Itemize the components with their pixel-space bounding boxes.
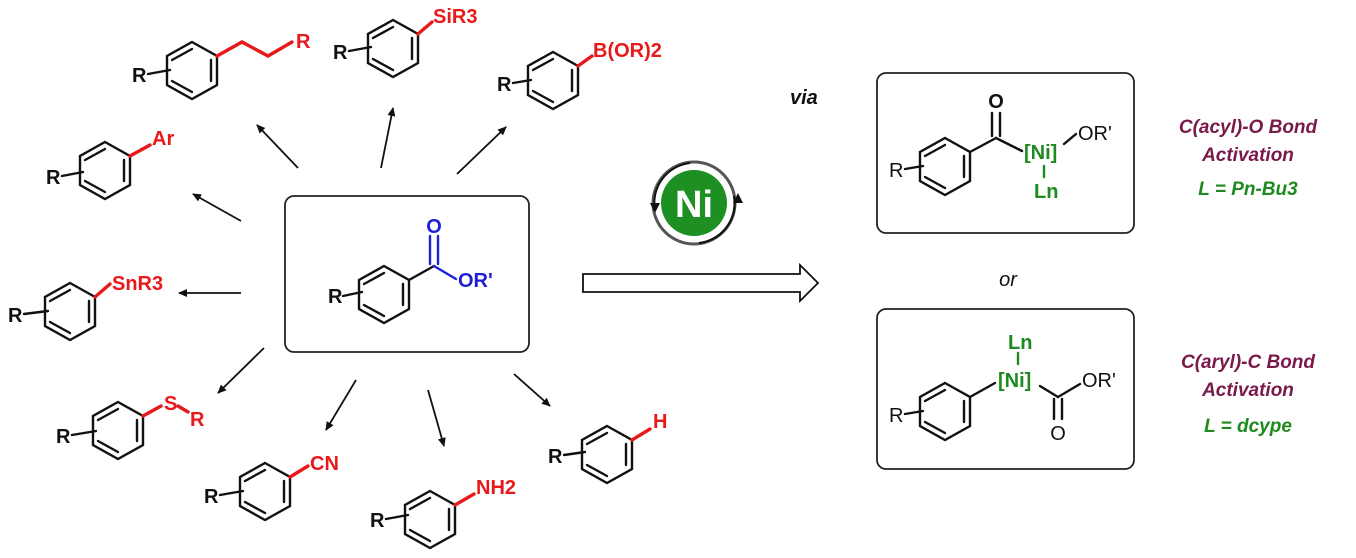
cycle-arrowhead-right-icon xyxy=(733,193,743,203)
ester-substituent: R xyxy=(328,286,343,308)
aryl-ligand-spec: L = dcype xyxy=(1204,416,1292,437)
product-stannane: SnR3 R xyxy=(8,273,163,342)
stannane-substituent: R xyxy=(8,305,23,327)
product-aniline: NH2 R xyxy=(370,477,516,550)
acyl-nickel-center: [Ni] xyxy=(1024,142,1057,164)
aryl-ester-structure: O OR' R xyxy=(328,216,493,325)
product-arene: H R xyxy=(548,411,667,485)
aniline-substituent: R xyxy=(370,510,385,532)
acyl-ligand-spec: L = Pn-Bu3 xyxy=(1198,179,1298,200)
stannyl-group-label: SnR3 xyxy=(112,273,163,295)
aryl-activation-subtitle: Activation xyxy=(1201,380,1294,401)
aryl-alkoxy-group: OR' xyxy=(1082,370,1116,392)
aryl-nickel-intermediate: [Ni] Ln O OR' R xyxy=(889,332,1116,445)
cycle-arrowhead-left-icon xyxy=(650,203,660,213)
nitrile-substituent: R xyxy=(204,486,219,508)
product-alkyl: R R xyxy=(132,31,311,101)
product-boronate: B(OR)2 R xyxy=(497,40,662,111)
alkyl-group-label: R xyxy=(296,31,311,53)
boronate-substituent: R xyxy=(497,74,512,96)
aryl-substituent: R xyxy=(889,405,903,427)
amino-group-label: NH2 xyxy=(476,477,516,499)
biaryl-substituent: R xyxy=(46,167,61,189)
acyl-carbonyl-oxygen: O xyxy=(988,91,1004,113)
ester-box xyxy=(284,195,530,353)
aryl-ligand-label: Ln xyxy=(1008,332,1032,354)
nitrile-group-label: CN xyxy=(310,453,339,475)
alkyl-substituent: R xyxy=(132,65,147,87)
reaction-arrow xyxy=(582,262,820,304)
silyl-group-label: SiR3 xyxy=(433,6,477,28)
aryl-activation-title: C(aryl)-C Bond xyxy=(1181,352,1315,373)
aryl-activation-caption: C(aryl)-C Bond Activation L = dcype xyxy=(1181,352,1315,437)
acyl-ligand-label: Ln xyxy=(1034,181,1058,203)
aryl-nickel-box xyxy=(876,308,1135,470)
via-label: via xyxy=(790,87,818,109)
product-nitrile: CN R xyxy=(204,453,339,522)
acyl-alkoxy-ligand: OR' xyxy=(1078,123,1112,145)
aryl-nickel-center: [Ni] xyxy=(998,370,1031,392)
nickel-label: Ni xyxy=(675,184,713,226)
ester-alkoxy-group: OR' xyxy=(458,270,493,292)
thioether-group-label: R xyxy=(190,409,205,431)
acyl-activation-subtitle: Activation xyxy=(1201,145,1294,166)
product-biaryl: Ar R xyxy=(46,128,174,201)
or-label: or xyxy=(999,269,1018,291)
product-silyl: SiR3 R xyxy=(333,6,477,79)
thioether-substituent: R xyxy=(56,426,71,448)
acyl-activation-caption: C(acyl)-O Bond Activation L = Pn-Bu3 xyxy=(1179,117,1318,200)
acyl-nickel-box xyxy=(876,72,1135,234)
transformation-arrows xyxy=(178,107,551,447)
aryl-group-label: Ar xyxy=(152,128,174,150)
acyl-activation-title: C(acyl)-O Bond xyxy=(1179,117,1318,138)
silyl-substituent: R xyxy=(333,42,348,64)
boronate-group-label: B(OR)2 xyxy=(593,40,662,62)
arene-substituent: R xyxy=(548,446,563,468)
hydrogen-label: H xyxy=(653,411,667,433)
acyl-substituent: R xyxy=(889,160,903,182)
aryl-carbonyl-oxygen: O xyxy=(1050,423,1066,445)
sulfur-atom-label: S xyxy=(164,393,177,415)
nickel-catalyst-badge: Ni xyxy=(650,160,743,246)
ester-carbonyl-oxygen: O xyxy=(426,216,442,238)
acyl-nickel-intermediate: O [Ni] OR' Ln R xyxy=(889,91,1112,203)
product-thioether: S R R xyxy=(56,393,205,461)
